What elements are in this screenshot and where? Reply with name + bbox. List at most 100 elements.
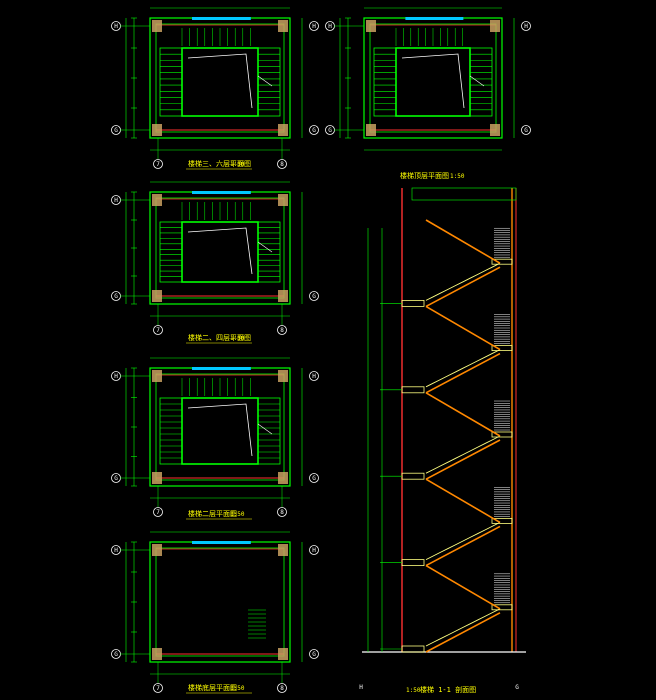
section-landing xyxy=(491,431,513,438)
plan-scale: 1:50 xyxy=(230,161,245,168)
section-slab-lower xyxy=(425,525,501,567)
axis-bubble-bottom-left xyxy=(153,159,163,169)
section-slab-lower xyxy=(425,352,501,394)
section-slab-lower xyxy=(425,612,501,653)
axis-bubble-right-top-label: H xyxy=(524,23,528,30)
plan-break-line xyxy=(187,53,253,109)
plan-column xyxy=(152,290,162,302)
plan-break-line xyxy=(401,53,465,109)
section-axis-right: G xyxy=(515,684,519,691)
plan-column xyxy=(278,472,288,484)
axis-bubble-left-top-label: H xyxy=(114,373,118,380)
plan-column xyxy=(152,124,162,136)
plan-scale: 1:50 xyxy=(230,511,245,518)
plan-inner-wall xyxy=(155,373,285,481)
axis-bubble-bottom-right xyxy=(277,507,287,517)
section-slab-upper xyxy=(425,305,501,351)
axis-bubble-right-bottom-label: G xyxy=(312,293,316,300)
plan-stair-well xyxy=(395,47,471,117)
axis-bubble-left-top-label: H xyxy=(328,23,332,30)
axis-bubble-bottom-left-label: 7 xyxy=(156,327,160,334)
axis-bubble-right-top xyxy=(521,21,531,31)
plan-title: 楼梯三、六层平面图 xyxy=(188,159,251,168)
axis-bubble-left-bottom-label: G xyxy=(114,127,118,134)
axis-bubble-bottom-left-label: 7 xyxy=(156,685,160,692)
axis-bubble-right-bottom xyxy=(309,649,319,659)
plan-arrow-line xyxy=(469,75,485,87)
plan-window xyxy=(192,367,251,370)
section-slab-upper xyxy=(425,219,501,264)
plan-column xyxy=(490,20,500,32)
plan-inner-wall xyxy=(155,197,285,299)
axis-bubble-right-bottom-label: G xyxy=(312,127,316,134)
axis-bubble-right-top-label: H xyxy=(312,373,316,380)
section-landing xyxy=(491,518,513,524)
plan-break-line xyxy=(187,403,253,457)
axis-bubble-right-top xyxy=(309,545,319,555)
plan-column xyxy=(366,20,376,32)
roof-plan-scale: 1:50 xyxy=(450,173,465,180)
axis-bubble-bottom-left xyxy=(153,325,163,335)
plan-arrow-line xyxy=(257,75,273,87)
axis-bubble-left-bottom-label: G xyxy=(114,293,118,300)
plan-stair-well xyxy=(181,47,259,117)
plan-column xyxy=(490,124,500,136)
section-flight-lower xyxy=(425,435,501,474)
plan-column xyxy=(152,544,162,556)
axis-bubble-right-top-label: H xyxy=(312,547,316,554)
axis-bubble-right-bottom xyxy=(309,473,319,483)
section-axis-left: H xyxy=(359,684,363,691)
plan-column xyxy=(152,472,162,484)
axis-bubble-right-bottom-label: G xyxy=(312,651,316,658)
plan-title: 楼梯二、四层平面图 xyxy=(188,333,251,342)
plan-column xyxy=(278,290,288,302)
section-landing xyxy=(491,345,513,352)
axis-bubble-right-top-label: H xyxy=(312,23,316,30)
stair-section-1-1 xyxy=(362,187,526,653)
axis-bubble-left-top-label: H xyxy=(114,197,118,204)
plan-column xyxy=(278,20,288,32)
section-flight-lower xyxy=(425,608,501,647)
plan-column xyxy=(152,370,162,382)
section-landing xyxy=(491,604,513,611)
axis-bubble-left-bottom-label: G xyxy=(328,127,332,134)
axis-bubble-bottom-left xyxy=(153,683,163,693)
section-flight-lower xyxy=(425,521,501,561)
section-slab-upper xyxy=(425,564,501,610)
section-landing xyxy=(491,258,513,265)
section-top-dim xyxy=(411,187,517,201)
axis-bubble-bottom-right-label: 8 xyxy=(280,509,284,516)
plan-inner-wall xyxy=(369,23,497,133)
axis-bubble-bottom-right-label: 8 xyxy=(280,161,284,168)
axis-bubble-bottom-left-label: 7 xyxy=(156,161,160,168)
axis-bubble-right-top xyxy=(309,21,319,31)
axis-bubble-right-bottom xyxy=(521,125,531,135)
axis-bubble-bottom-right-label: 8 xyxy=(280,327,284,334)
plan-column xyxy=(152,20,162,32)
axis-bubble-left-top-label: H xyxy=(114,547,118,554)
axis-bubble-bottom-left-label: 7 xyxy=(156,509,160,516)
section-slab-upper xyxy=(425,478,501,524)
plan-inner-wall xyxy=(155,547,285,657)
section-slab-lower xyxy=(425,439,501,480)
plan-window xyxy=(192,541,251,544)
roof-plan-title: 楼梯顶层平面图 xyxy=(400,171,449,180)
section-flight-lower xyxy=(425,262,501,301)
plan-arrow-line xyxy=(257,423,273,435)
plan-column xyxy=(278,648,288,660)
plan-column xyxy=(278,544,288,556)
axis-bubble-left-bottom-label: G xyxy=(114,475,118,482)
plan-title: 楼梯二层平面图 xyxy=(188,509,237,518)
axis-bubble-left-top-label: H xyxy=(114,23,118,30)
section-scale: 1:50 xyxy=(406,687,421,694)
plan-title: 楼梯底层平面图 xyxy=(188,683,237,692)
axis-bubble-bottom-right xyxy=(277,159,287,169)
axis-bubble-right-bottom-label: G xyxy=(312,475,316,482)
plan-window xyxy=(192,17,251,20)
plan-scale: 1:50 xyxy=(230,335,245,342)
plan-window xyxy=(192,191,251,194)
